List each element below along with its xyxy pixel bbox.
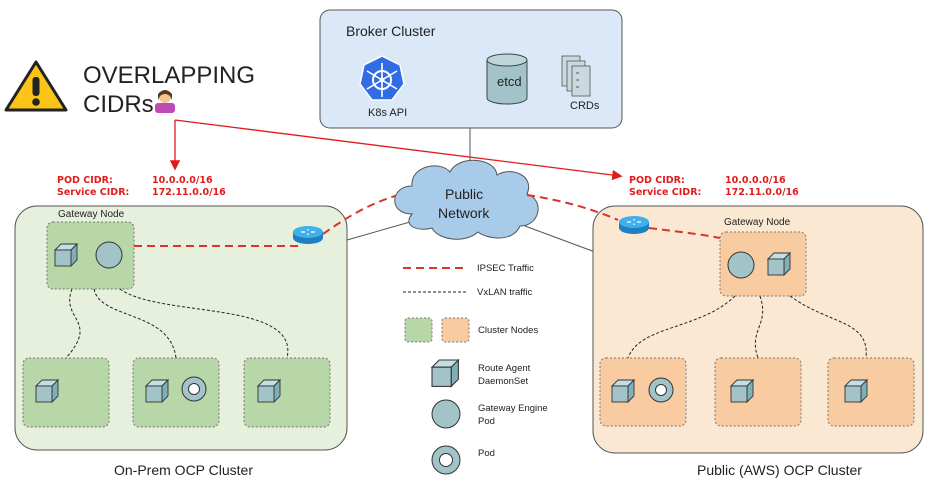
gateway-engine-icon — [95, 241, 123, 269]
person-shrug-icon — [155, 90, 175, 113]
legend-right-node-swatch — [441, 317, 470, 343]
crds-document-icon — [561, 55, 591, 97]
legend-route-agent-cube-icon — [430, 358, 460, 388]
vxlan-link — [65, 288, 81, 359]
right-pod-cidr-value: 10.0.0.0/16 — [725, 175, 786, 186]
right-node-3 — [827, 357, 915, 427]
right-service-cidr-value: 172.11.0.0/16 — [725, 187, 799, 198]
right-network-line — [524, 225, 596, 253]
k8s-api-label: K8s API — [368, 107, 407, 119]
kubernetes-icon — [359, 55, 405, 101]
right-pod-cidr-label: POD CIDR: — [629, 175, 685, 186]
etcd-label: etcd — [497, 74, 522, 89]
legend-pod-icon — [431, 445, 461, 475]
crds-label: CRDs — [570, 100, 600, 112]
route-agent-cube-icon — [257, 379, 281, 403]
ipsec-link — [648, 227, 721, 239]
vxlan-link — [754, 295, 764, 359]
left-node-3 — [243, 357, 331, 428]
warning-line-1: OVERLAPPING — [83, 62, 255, 89]
public-network-line-2: Network — [438, 205, 490, 221]
vxlan-link — [789, 295, 867, 359]
left-service-cidr-value: 172.11.0.0/16 — [152, 187, 226, 198]
right-gateway-node-label: Gateway Node — [724, 217, 791, 228]
left-service-cidr-label: Service CIDR: — [57, 187, 129, 198]
route-agent-cube-icon — [35, 379, 59, 403]
legend-pod-label: Pod — [478, 448, 495, 459]
route-agent-cube-icon — [54, 243, 78, 267]
route-agent-cube-icon — [145, 379, 169, 403]
vxlan-link — [119, 288, 289, 359]
legend-left-node-swatch — [404, 317, 433, 343]
pod-icon — [648, 377, 674, 403]
legend-route-agent-line-1: Route Agent — [478, 363, 531, 374]
legend-gateway-engine-line-2: Pod — [478, 416, 495, 427]
legend-vxlan-label: VxLAN traffic — [477, 287, 533, 298]
right-router-icon — [618, 215, 650, 235]
vxlan-link — [93, 288, 177, 359]
warning-arrow-right — [174, 119, 623, 181]
right-service-cidr-label: Service CIDR: — [629, 187, 701, 198]
public-network-line-1: Public — [445, 186, 483, 202]
right-node-2 — [714, 357, 802, 427]
cloud-icon — [394, 159, 539, 240]
gateway-engine-icon — [727, 251, 755, 279]
right-node-1 — [599, 357, 687, 427]
left-router-icon — [292, 225, 324, 245]
etcd-database-icon — [486, 53, 528, 105]
legend-gateway-engine-line-1: Gateway Engine — [478, 403, 548, 414]
route-agent-cube-icon — [611, 379, 635, 403]
left-gateway-node-label: Gateway Node — [58, 209, 125, 220]
warning-line-2: CIDRs — [83, 91, 154, 118]
legend-ipsec-label: IPSEC Traffic — [477, 263, 534, 274]
route-agent-cube-icon — [730, 379, 754, 403]
ipsec-link — [526, 194, 619, 221]
left-pod-cidr-value: 10.0.0.0/16 — [152, 175, 213, 186]
legend-gateway-engine-icon — [431, 399, 461, 429]
route-agent-cube-icon — [767, 252, 791, 276]
legend-route-agent-line-2: DaemonSet — [478, 376, 529, 387]
left-network-line — [346, 221, 411, 241]
aws-cluster-caption: Public (AWS) OCP Cluster — [697, 462, 862, 478]
vxlan-link — [627, 295, 736, 359]
legend-nodes-label: Cluster Nodes — [478, 325, 538, 336]
on-prem-cluster-caption: On-Prem OCP Cluster — [114, 462, 253, 478]
route-agent-cube-icon — [844, 379, 868, 403]
pod-icon — [181, 376, 207, 402]
warning-triangle-icon — [4, 60, 68, 112]
right-gateway-node — [719, 231, 807, 297]
left-gateway-node — [46, 221, 135, 290]
left-node-2 — [132, 357, 220, 428]
broker-title: Broker Cluster — [346, 23, 436, 39]
left-pod-cidr-label: POD CIDR: — [57, 175, 113, 186]
broker-cluster — [319, 9, 623, 129]
